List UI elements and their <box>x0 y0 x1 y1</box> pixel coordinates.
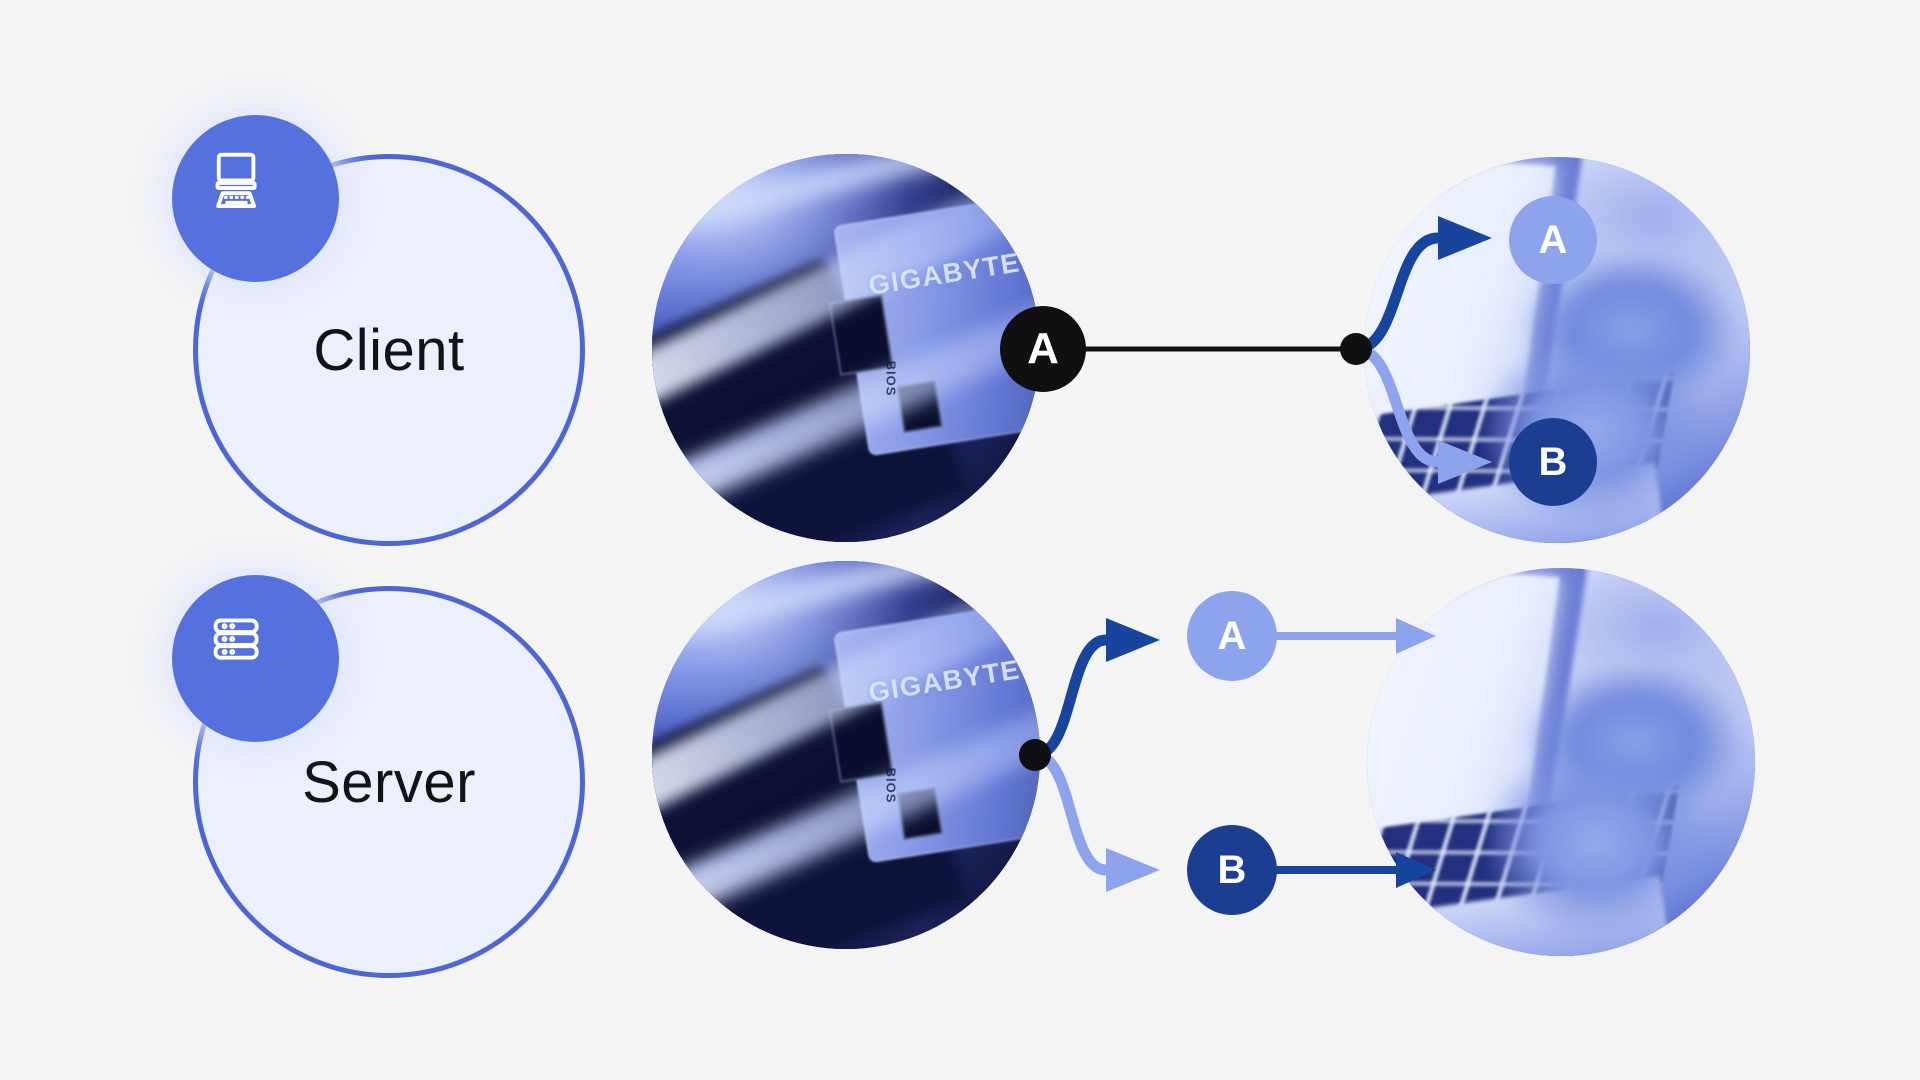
message-b-badge-top: B <box>1509 418 1597 506</box>
server-node-label: Server <box>302 749 476 815</box>
message-a-badge-top: A <box>1509 196 1597 284</box>
client-device-badge <box>172 115 339 282</box>
marker-letter: A <box>1217 613 1247 658</box>
branch-a-curve-bottom <box>1029 634 1112 761</box>
bios-label: BIOS <box>883 767 899 804</box>
bios-label: BIOS <box>883 360 899 397</box>
server-rack-icon <box>204 607 308 711</box>
message-a-badge-source-top: A <box>1000 306 1086 392</box>
photo-layer <box>1491 762 1724 941</box>
client-node-label: Client <box>313 317 465 383</box>
marker-letter: A <box>1027 324 1059 373</box>
branch-a-arrowhead-bottom <box>1106 618 1160 662</box>
laptop-icon <box>204 147 308 251</box>
laptop-typing-photo-bottom <box>1367 568 1755 956</box>
server-hardware-photo-top: GIGABYTE BIOS <box>652 154 1040 542</box>
marker-letter: B <box>1217 847 1247 892</box>
message-a-badge-bottom: A <box>1187 591 1277 681</box>
server-device-badge <box>172 575 339 742</box>
branch-b-arrowhead-bottom <box>1106 848 1160 892</box>
message-b-badge-bottom: B <box>1187 825 1277 915</box>
server-node-circle: Server <box>193 586 585 978</box>
marker-letter: A <box>1538 217 1568 262</box>
server-hardware-photo-bottom: GIGABYTE BIOS <box>652 561 1040 949</box>
marker-letter: B <box>1538 439 1568 484</box>
branch-b-curve-bottom <box>1029 749 1112 876</box>
